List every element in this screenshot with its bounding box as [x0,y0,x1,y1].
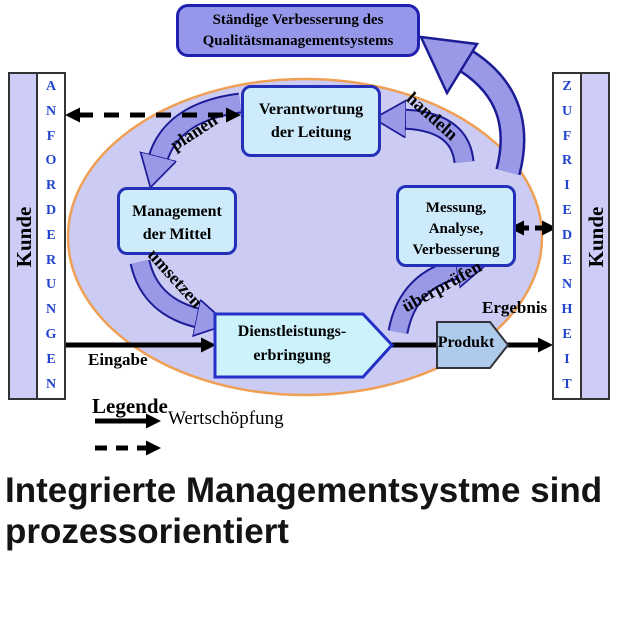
satisfaction-column: Z U F R I E D E N H E I T [554,74,582,398]
improvement-arrow-icon [418,35,526,176]
customer-right-kunde-column: Kunde [582,74,608,398]
resources-box: Management der Mittel [117,187,237,255]
measurement-line3: Verbesserung [412,242,500,258]
legend-solid-label: Wertschöpfung [168,408,284,429]
resources-line1: Management [132,203,222,220]
input-label: Eingabe [88,350,148,369]
service-pentagon [213,312,395,379]
measurement-line1: Messung, [425,200,487,216]
measurement-line2: Analyse, [428,221,484,237]
customer-bar-left: Kunde A N F O R D E R U N G E N [8,72,66,400]
customer-left-label: Kunde [12,206,36,268]
page-title-line2: prozessorientiert [5,512,289,551]
page-title: Integrierte Managementsystme sind prozes… [5,470,620,552]
legend-title: Legende [92,394,168,418]
leadership-box: Verantwortung der Leitung [241,85,381,157]
product-pentagon-label: Produkt [437,334,495,351]
requirements-column: A N F O R D E R U N G E N [38,74,64,398]
resources-line2: der Mittel [142,226,212,243]
cycle-arrow-do-icon [129,259,202,319]
output-label: Ergebnis [482,298,548,317]
continuous-improvement-banner: Ständige Verbesserung des Qualitätsmanag… [176,4,420,57]
service-line1: Dienstleistungs- [237,323,347,340]
customer-bar-right: Z U F R I E D E N H E I T Kunde [552,72,610,400]
customer-left-kunde-column: Kunde [10,74,38,398]
measurement-box: Messung, Analyse, Verbesserung [396,185,516,267]
service-line2: erbringung [253,347,331,364]
requirements-vertical-text: A N F O R D E R U N G E N [45,79,57,392]
satisfaction-vertical-text: Z U F R I E D E N H E I T [561,79,573,392]
page-title-line1: Integrierte Managementsystme sind [5,471,603,510]
banner-line2: Qualitätsmanagementsystems [202,33,394,49]
service-pentagon-label: Dienstleistungs- erbringung [218,320,366,368]
cycle-arrow-act-icon [400,119,475,164]
customer-right-label: Kunde [584,206,608,268]
product-pentagon [436,321,510,369]
banner-line1: Ständige Verbesserung des [212,12,384,28]
cycle-arrow-check-icon [387,268,462,335]
leadership-line2: der Leitung [270,124,352,141]
leadership-line1: Verantwortung [258,101,364,118]
